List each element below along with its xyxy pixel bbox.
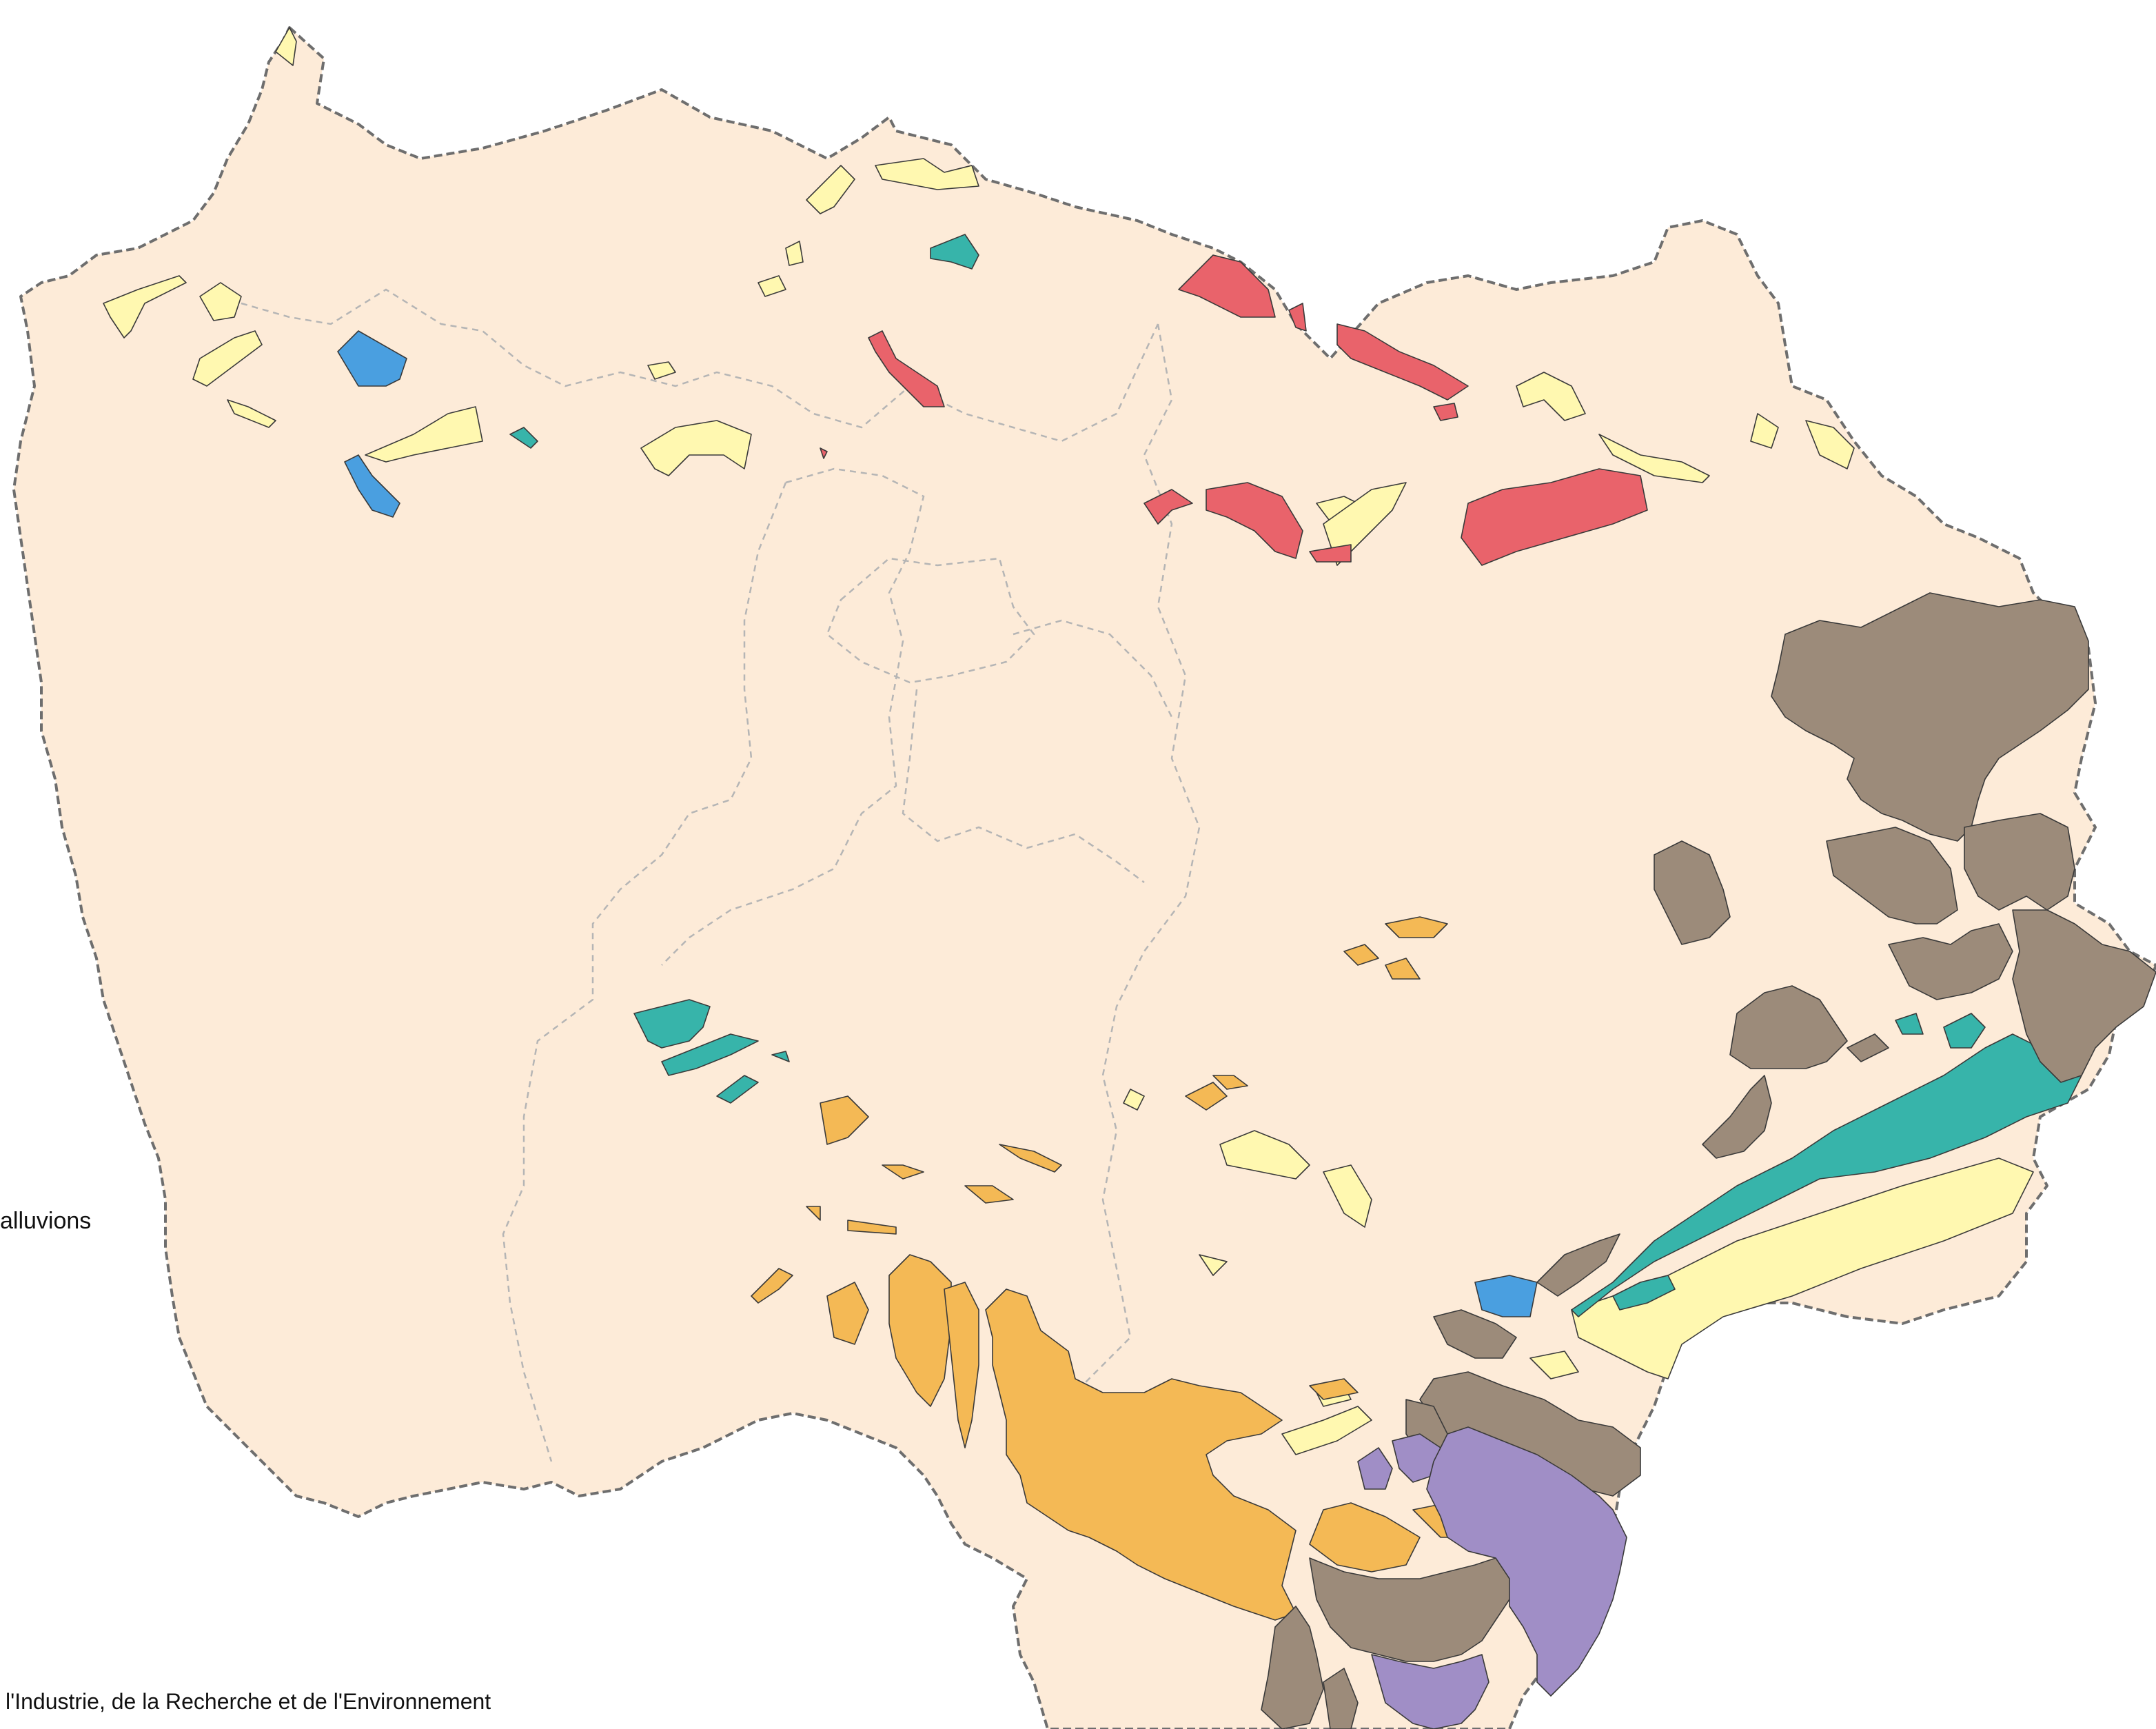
teal-zone-9 xyxy=(1895,1013,1924,1035)
pale-yellow-zone-26 xyxy=(1199,1254,1228,1276)
teal-zone-5 xyxy=(716,1075,759,1104)
red-zone-3 xyxy=(1336,323,1469,401)
lavender-zone-4 xyxy=(1371,1654,1489,1729)
department-border-north xyxy=(241,288,1159,443)
teal-zone-2 xyxy=(509,427,538,449)
department-border-southwest xyxy=(502,482,787,1462)
orange-zone-16 xyxy=(985,1288,1296,1621)
source-attribution: l'Industrie, de la Recherche et de l'Env… xyxy=(6,1689,491,1714)
taupe-zone-5 xyxy=(1888,923,2013,1000)
department-border-south xyxy=(902,689,1145,883)
orange-zone-19 xyxy=(1309,1378,1359,1400)
orange-zone-15 xyxy=(944,1282,979,1448)
zones-orange xyxy=(751,916,1483,1621)
taupe-zone-6 xyxy=(2012,909,2156,1083)
red-zone-1 xyxy=(1178,254,1276,318)
zones-lavender xyxy=(1357,1426,1627,1729)
teal-zone-1 xyxy=(930,234,979,270)
orange-zone-4 xyxy=(820,1095,869,1145)
red-zone-6 xyxy=(1143,489,1193,525)
teal-zone-3 xyxy=(633,999,711,1049)
pale-yellow-zone-11 xyxy=(757,275,786,297)
orange-zone-7 xyxy=(964,1185,1014,1204)
zones-red xyxy=(820,254,1648,566)
orange-zone-3 xyxy=(1385,958,1421,980)
taupe-zone-8 xyxy=(1847,1033,1889,1062)
zones-taupe xyxy=(1261,592,2156,1729)
blue-zone-1 xyxy=(337,330,407,387)
pale-yellow-zone-22 xyxy=(1571,1157,2034,1379)
pale-yellow-zone-20 xyxy=(1323,1164,1372,1228)
taupe-zone-2 xyxy=(1654,840,1731,945)
pale-yellow-zone-21 xyxy=(1123,1089,1145,1111)
red-zone-10 xyxy=(1433,403,1458,421)
pale-yellow-zone-2 xyxy=(103,275,187,338)
pale-yellow-zone-8 xyxy=(647,361,676,380)
zones-blue xyxy=(337,330,1538,1317)
pale-yellow-zone-14 xyxy=(1516,372,1586,421)
zones-pale-yellow xyxy=(103,27,2034,1455)
pale-yellow-zone-6 xyxy=(365,406,483,463)
taupe-zone-11 xyxy=(1433,1309,1517,1359)
orange-zone-2 xyxy=(1343,944,1379,966)
teal-zone-8 xyxy=(1612,1275,1676,1311)
taupe-zone-16 xyxy=(1323,1668,1359,1729)
orange-zone-10 xyxy=(1185,1082,1228,1111)
orange-zone-8 xyxy=(806,1206,821,1221)
pale-yellow-zone-5 xyxy=(227,399,276,428)
blue-zone-2 xyxy=(344,454,400,518)
pale-yellow-zone-12 xyxy=(785,241,804,266)
taupe-zone-1 xyxy=(1771,592,2089,842)
teal-zone-10 xyxy=(1943,1013,1986,1049)
taupe-zone-14 xyxy=(1309,1557,1517,1662)
taupe-zone-4 xyxy=(1964,813,2075,911)
red-zone-5 xyxy=(820,447,828,459)
red-zone-8 xyxy=(1309,544,1352,563)
department-border-paris xyxy=(826,557,1035,684)
lavender-zone-3 xyxy=(1426,1426,1627,1697)
pale-yellow-zone-1 xyxy=(275,27,297,66)
red-zone-2 xyxy=(1288,303,1307,332)
orange-zone-13 xyxy=(826,1282,869,1345)
orange-zone-5 xyxy=(882,1164,924,1180)
red-zone-7 xyxy=(1206,482,1303,559)
orange-zone-11 xyxy=(1212,1075,1248,1090)
zones-teal xyxy=(509,234,2082,1317)
department-border-west xyxy=(661,467,925,966)
pale-yellow-zone-4 xyxy=(192,330,263,387)
legend-label-alluvions: alluvions xyxy=(0,1208,92,1234)
red-zone-9 xyxy=(1461,468,1648,566)
pale-yellow-zone-16 xyxy=(1750,413,1779,449)
pale-yellow-zone-10 xyxy=(875,158,979,190)
pale-yellow-zone-7 xyxy=(640,420,752,476)
red-zone-4 xyxy=(868,330,945,407)
taupe-zone-10 xyxy=(1536,1233,1620,1297)
pale-yellow-zone-18 xyxy=(1323,482,1407,566)
pale-yellow-zone-17 xyxy=(1805,420,1855,469)
pale-yellow-zone-23 xyxy=(1529,1351,1579,1379)
orange-zone-9 xyxy=(847,1220,897,1235)
taupe-zone-15 xyxy=(1261,1606,1324,1729)
orange-zone-6 xyxy=(999,1144,1062,1173)
orange-zone-12 xyxy=(751,1268,793,1304)
orange-zone-1 xyxy=(1385,916,1448,938)
blue-zone-3 xyxy=(1474,1275,1538,1317)
orange-zone-17 xyxy=(1309,1502,1421,1573)
pale-yellow-zone-9 xyxy=(806,165,855,214)
orange-zone-14 xyxy=(888,1254,952,1407)
taupe-zone-3 xyxy=(1826,827,1958,924)
teal-zone-6 xyxy=(771,1051,790,1062)
lavender-zone-1 xyxy=(1357,1447,1393,1490)
teal-zone-4 xyxy=(661,1033,759,1076)
pale-yellow-zone-15 xyxy=(1598,434,1710,483)
taupe-zone-9 xyxy=(1702,1075,1772,1159)
pale-yellow-zone-3 xyxy=(199,282,242,321)
pale-yellow-zone-24 xyxy=(1281,1406,1372,1455)
pale-yellow-zone-19 xyxy=(1219,1130,1310,1180)
taupe-zone-7 xyxy=(1729,985,1848,1069)
department-border-inner-ring xyxy=(1013,619,1173,718)
